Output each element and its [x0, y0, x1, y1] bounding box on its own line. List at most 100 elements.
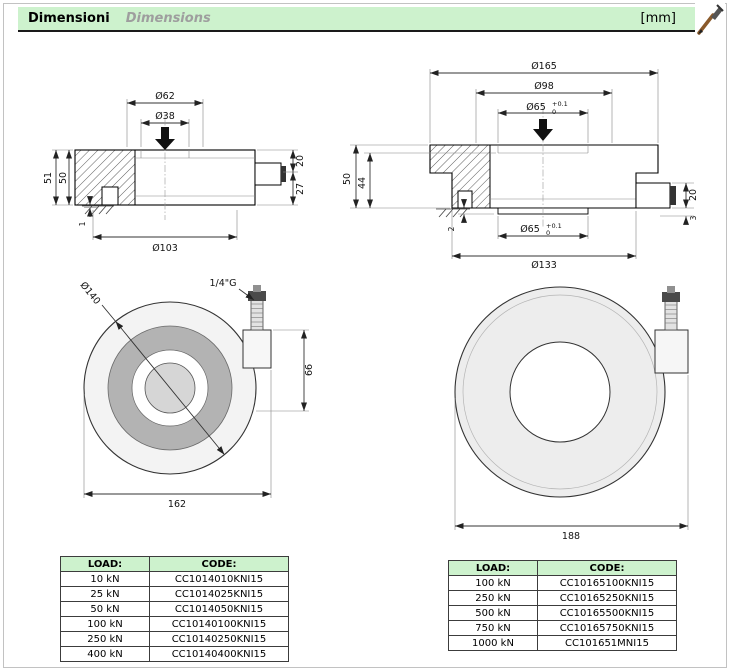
connector-stub	[254, 162, 282, 186]
drawing-cross-section-large: Ø165 Ø98 Ø65 +0.1 0 50 44 20 3 2 Ø65 +0.…	[342, 61, 699, 271]
gland-nut	[662, 292, 680, 302]
units-label: [mm]	[640, 11, 676, 26]
load-cell-body	[429, 107, 676, 227]
dim-label-d65-bottom: Ø65	[520, 224, 540, 235]
table-row: 100 kN CC10165100KNI15	[448, 575, 677, 591]
dim-label-d98: Ø98	[534, 81, 554, 92]
table-row: 500 kN CC10165500KNI15	[448, 605, 677, 621]
load-cell-value: 250 kN	[448, 590, 538, 606]
table-row: 50 kN CC1014050KNI15	[60, 601, 289, 617]
dim-label-d103: Ø103	[152, 243, 178, 254]
dim-tol-zero-top: 0	[552, 108, 556, 116]
table-header-row: LOAD: CODE:	[448, 560, 677, 576]
section-hatch	[429, 144, 491, 209]
dim-label-h20: 20	[688, 189, 699, 201]
code-cell-value: CC10165250KNI15	[537, 590, 677, 606]
code-cell-value: CC10140250KNI15	[149, 631, 289, 647]
connector-stub	[635, 182, 671, 209]
table-row: 10 kN CC1014010KNI15	[60, 571, 289, 587]
dim-label-h51: 51	[43, 172, 54, 184]
load-cell-value: 50 kN	[60, 601, 150, 617]
code-cell-value: CC101651MNI15	[537, 635, 677, 651]
dim-label-h3: 3	[689, 215, 698, 220]
connector-cap	[670, 186, 676, 205]
gland-thread	[664, 300, 678, 331]
ground-hatch	[436, 208, 470, 218]
load-cell-value: 25 kN	[60, 586, 150, 602]
dim-tol-zero-bottom: 0	[546, 229, 550, 237]
dim-label-d165: Ø165	[531, 61, 557, 72]
gland-nut	[248, 291, 266, 301]
dim-label-h50: 50	[58, 172, 69, 184]
drawing-cross-section-small: Ø62 Ø38 51 50 20 27 Ø103 1	[43, 91, 306, 254]
section-header: Dimensioni Dimensions [mm]	[18, 7, 712, 32]
center-hole	[509, 341, 611, 443]
load-cell-value: 500 kN	[448, 605, 538, 621]
drawing-top-view-small: Ø140 1/4"G 66 162	[78, 278, 315, 510]
load-code-table-right: LOAD: CODE: 100 kN CC10165100KNI15 250 k…	[448, 560, 677, 651]
code-cell-value: CC10165500KNI15	[537, 605, 677, 621]
gland-thread	[250, 299, 264, 331]
load-cell-value: 100 kN	[448, 575, 538, 591]
connector-cap	[281, 166, 286, 182]
table-row: 100 kN CC10140100KNI15	[60, 616, 289, 632]
dimension-lines	[350, 69, 694, 259]
gland-tip	[253, 285, 261, 292]
load-cell-value: 100 kN	[60, 616, 150, 632]
cable-connector	[242, 285, 272, 369]
table-row: 1000 kN CC101651MNI15	[448, 635, 677, 651]
dim-label-d38: Ø38	[155, 111, 175, 122]
table-row: 400 kN CC10140400KNI15	[60, 646, 289, 662]
load-direction-arrow	[155, 127, 175, 150]
load-cell-value: 400 kN	[60, 646, 150, 662]
load-direction-arrow	[533, 119, 553, 141]
dim-label-w162: 162	[168, 499, 186, 510]
tools-icon-svg	[697, 4, 724, 35]
page-title-en: Dimensions	[125, 11, 211, 26]
load-cell-top-view	[454, 286, 666, 498]
dim-label-w188: 188	[562, 531, 580, 542]
dim-tol-plus-bottom: +0.1	[546, 222, 562, 230]
load-cell-value: 10 kN	[60, 571, 150, 587]
cable-connector	[654, 286, 689, 374]
col-header-code: CODE:	[537, 560, 677, 576]
dim-tol-plus-top: +0.1	[552, 100, 568, 108]
code-cell-value: CC10140400KNI15	[149, 646, 289, 662]
code-cell-value: CC1014050KNI15	[149, 601, 289, 617]
load-code-table-left: LOAD: CODE: 10 kN CC1014010KNI15 25 kN C…	[60, 556, 289, 662]
page-title: Dimensioni	[28, 11, 110, 26]
code-cell-value: CC1014010KNI15	[149, 571, 289, 587]
table-row: 750 kN CC10165750KNI15	[448, 620, 677, 636]
drawing-top-view-large: 188	[454, 286, 689, 542]
dim-label-h50: 50	[342, 173, 353, 185]
col-header-code: CODE:	[149, 556, 289, 572]
dim-label-w2: 2	[447, 226, 456, 231]
dim-label-d140: Ø140	[78, 280, 103, 307]
code-cell-value: CC10165750KNI15	[537, 620, 677, 636]
load-cell-value: 250 kN	[60, 631, 150, 647]
load-cell-body	[74, 115, 286, 220]
dim-label-d62: Ø62	[155, 91, 175, 102]
code-cell-value: CC10140100KNI15	[149, 616, 289, 632]
dim-label-h44: 44	[357, 177, 368, 189]
dim-label-h66: 66	[304, 364, 315, 376]
col-header-load: LOAD:	[60, 556, 150, 572]
tools-icon	[695, 3, 725, 37]
gland-tip	[667, 286, 675, 293]
code-cell-value: CC1014025KNI15	[149, 586, 289, 602]
load-cell-value: 750 kN	[448, 620, 538, 636]
dim-label-d133: Ø133	[531, 260, 557, 271]
dimension-lines	[52, 99, 298, 240]
table-header-row: LOAD: CODE:	[60, 556, 289, 572]
dim-label-d65-top: Ø65	[526, 102, 546, 113]
dim-label-1: 1	[78, 221, 87, 226]
table-row: 250 kN CC10165250KNI15	[448, 590, 677, 606]
col-header-load: LOAD:	[448, 560, 538, 576]
dimension-lines	[83, 288, 309, 498]
code-cell-value: CC10165100KNI15	[537, 575, 677, 591]
table-row: 250 kN CC10140250KNI15	[60, 631, 289, 647]
thread-label: 1/4"G	[209, 278, 236, 289]
dim-label-h20: 20	[295, 155, 306, 167]
load-cell-value: 1000 kN	[448, 635, 538, 651]
